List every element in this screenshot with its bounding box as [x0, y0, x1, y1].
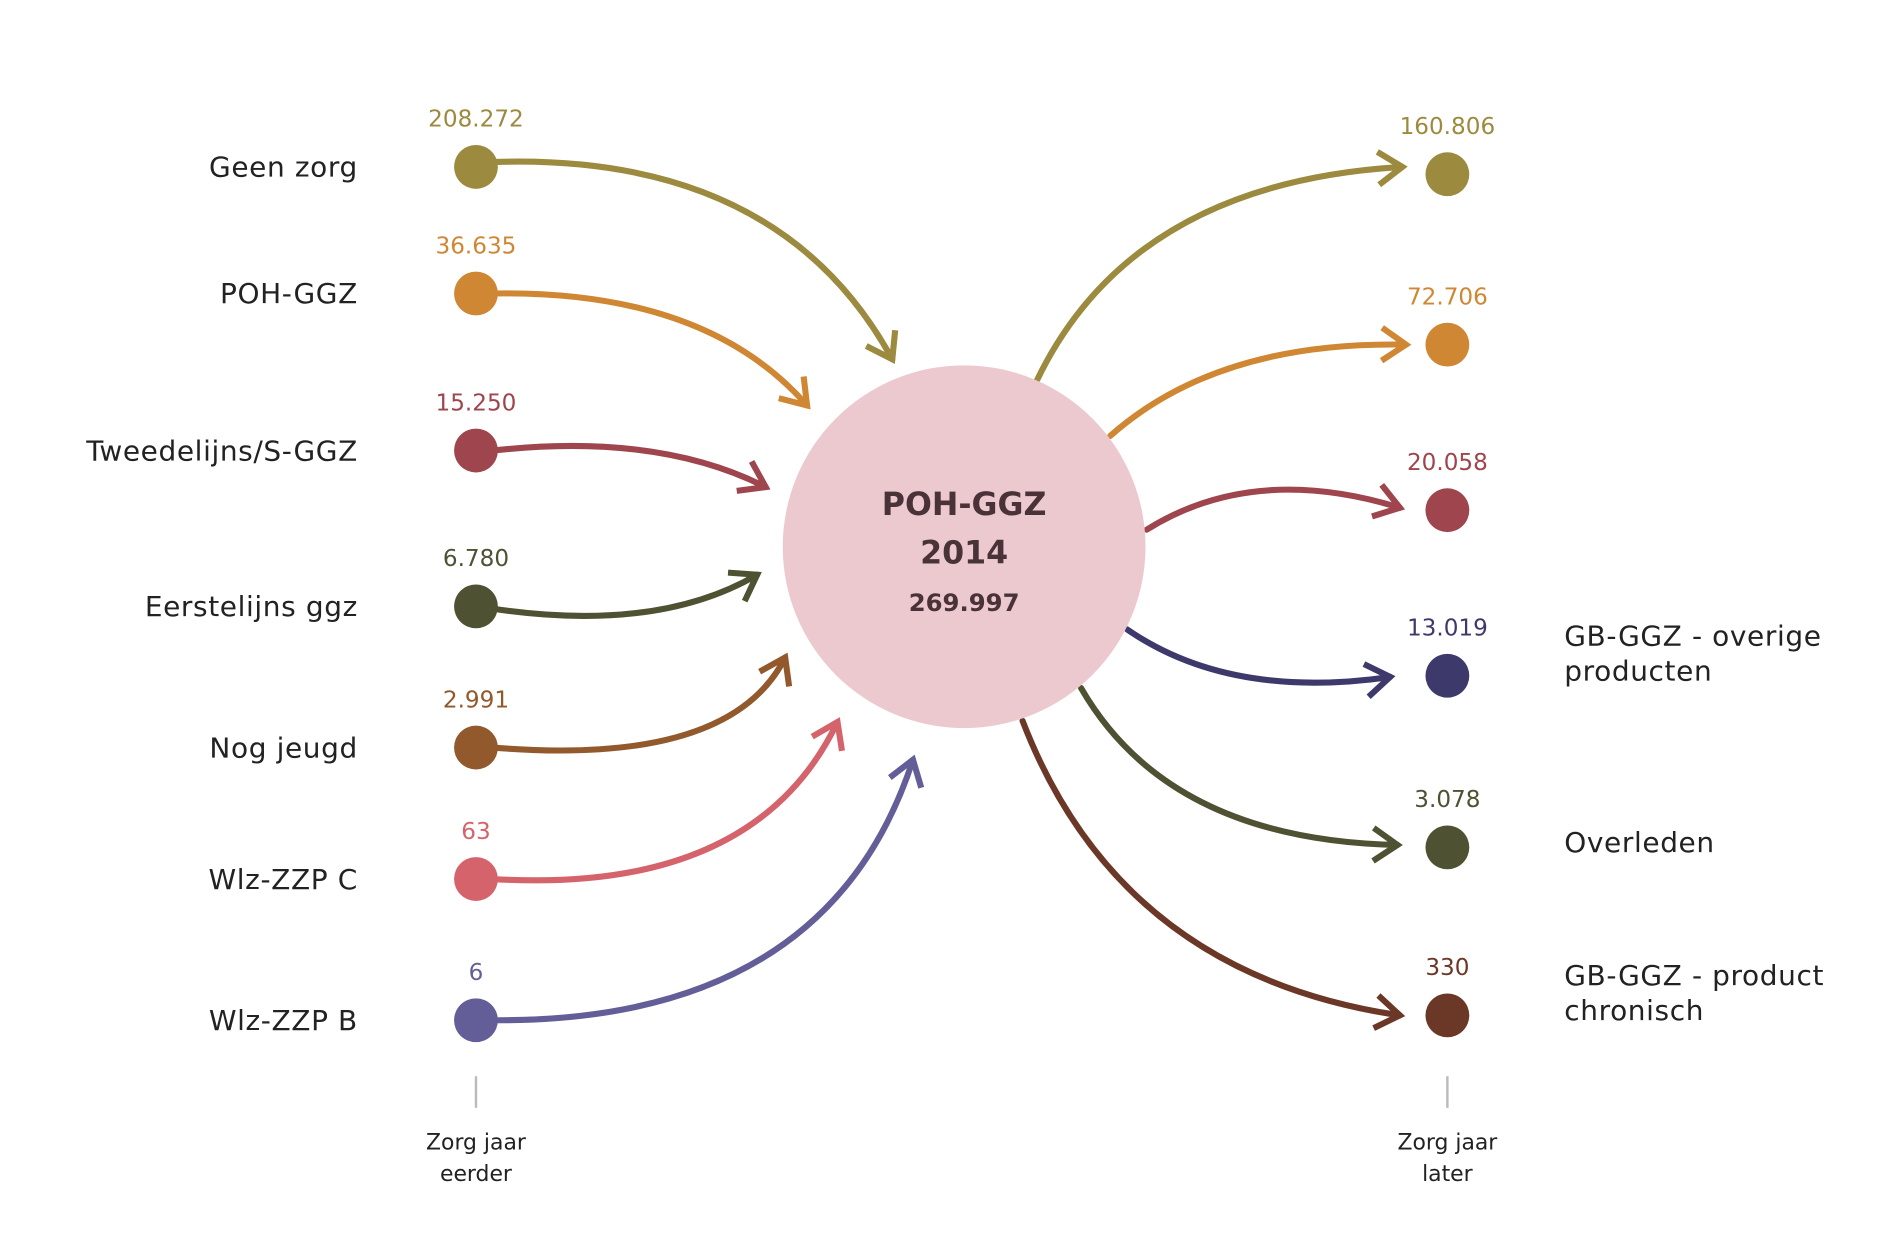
- outflow-label: GB-GGZ - overige: [1564, 619, 1821, 652]
- center-title: POH-GGZ: [882, 487, 1047, 523]
- in-flow-arrow-5: [489, 718, 841, 884]
- inflow-node: [454, 857, 498, 901]
- out-flow-arrow-3: [1124, 626, 1394, 686]
- outflow-label-line2: producten: [1564, 655, 1712, 688]
- in-flow-arrow-6: [489, 756, 917, 1024]
- in-flow-arrow-2: [489, 442, 769, 491]
- in-flow-arrow-4: [489, 654, 789, 754]
- inflow-node: [454, 144, 498, 189]
- out-flow-arrow-1: [1107, 341, 1410, 439]
- out-arrowhead-5: [1372, 993, 1406, 1031]
- out-arrowhead-3: [1362, 661, 1396, 699]
- outflow-value: 330: [1425, 955, 1469, 981]
- inflow-value: 36.635: [436, 233, 517, 259]
- inflow-label: Wlz-ZZP B: [209, 1004, 358, 1037]
- outflow-label: GB-GGZ - product: [1564, 959, 1824, 992]
- outflow-node: [1425, 152, 1470, 197]
- inflow-node: [454, 271, 498, 316]
- outflow-node: [1425, 653, 1470, 698]
- inflow-label: Eerstelijns ggz: [145, 590, 358, 623]
- out-flow-arrow-0: [1034, 163, 1406, 383]
- right-axis-label-2: later: [1422, 1162, 1473, 1187]
- out-flow-arrow-4: [1077, 684, 1401, 848]
- outflow-label-line2: chronisch: [1564, 994, 1704, 1027]
- out-arrowhead-2: [1371, 482, 1406, 520]
- inflow-label: Nog jeugd: [209, 731, 357, 764]
- inflow-value: 2.991: [443, 687, 509, 713]
- out-arrowhead-0: [1375, 149, 1408, 188]
- in-arrowhead-2: [736, 459, 771, 494]
- in-arrowhead-1: [778, 376, 811, 410]
- left-axis-label-1: Zorg jaar: [426, 1130, 526, 1155]
- in-arrowhead-0: [864, 329, 899, 364]
- out-flow-arrow-5: [1019, 717, 1403, 1019]
- outflow-value: 20.058: [1407, 450, 1488, 476]
- in-arrowhead-4: [758, 652, 793, 687]
- in-flow-arrow-0: [489, 158, 896, 363]
- center-year: 2014: [920, 536, 1008, 572]
- right-axis-label-1: Zorg jaar: [1397, 1130, 1497, 1155]
- in-flow-arrow-3: [489, 571, 761, 619]
- center-node: [782, 365, 1146, 729]
- outflow-node: [1425, 322, 1470, 367]
- inflow-value: 15.250: [436, 390, 517, 416]
- inflow-label: Tweedelijns/S-GGZ: [85, 434, 358, 467]
- inflow-node: [454, 428, 498, 473]
- in-arrowhead-3: [727, 569, 762, 603]
- inflow-value: 208.272: [428, 107, 524, 133]
- outflow-label: Overleden: [1564, 826, 1715, 859]
- inflow-value: 63: [461, 819, 490, 845]
- inflow-label: Wlz-ZZP C: [209, 863, 358, 896]
- inflow-label: Geen zorg: [209, 151, 358, 184]
- left-axis-label-2: eerder: [440, 1162, 512, 1187]
- inflow-node: [454, 725, 498, 770]
- inflow-node: [454, 998, 498, 1043]
- outflow-value: 13.019: [1407, 616, 1488, 642]
- outflow-value: 3.078: [1414, 787, 1480, 813]
- inflow-value: 6.780: [443, 546, 509, 572]
- out-arrowhead-1: [1379, 325, 1412, 364]
- outflow-value: 72.706: [1407, 284, 1488, 310]
- arrows: [489, 149, 1412, 1031]
- inflow-value: 6: [469, 960, 484, 986]
- inflow-node: [454, 584, 498, 629]
- outflow-node: [1425, 488, 1470, 533]
- out-arrowhead-4: [1371, 825, 1403, 864]
- inflow-label: POH-GGZ: [220, 277, 358, 310]
- in-flow-arrow-1: [489, 290, 811, 409]
- outflow-node: [1425, 993, 1470, 1038]
- outflow-node: [1425, 825, 1470, 870]
- outflow-value: 160.806: [1400, 114, 1496, 140]
- out-flow-arrow-2: [1143, 486, 1403, 533]
- in-arrowhead-5: [810, 717, 845, 752]
- center-value: 269.997: [909, 588, 1020, 617]
- in-arrowhead-6: [887, 754, 925, 789]
